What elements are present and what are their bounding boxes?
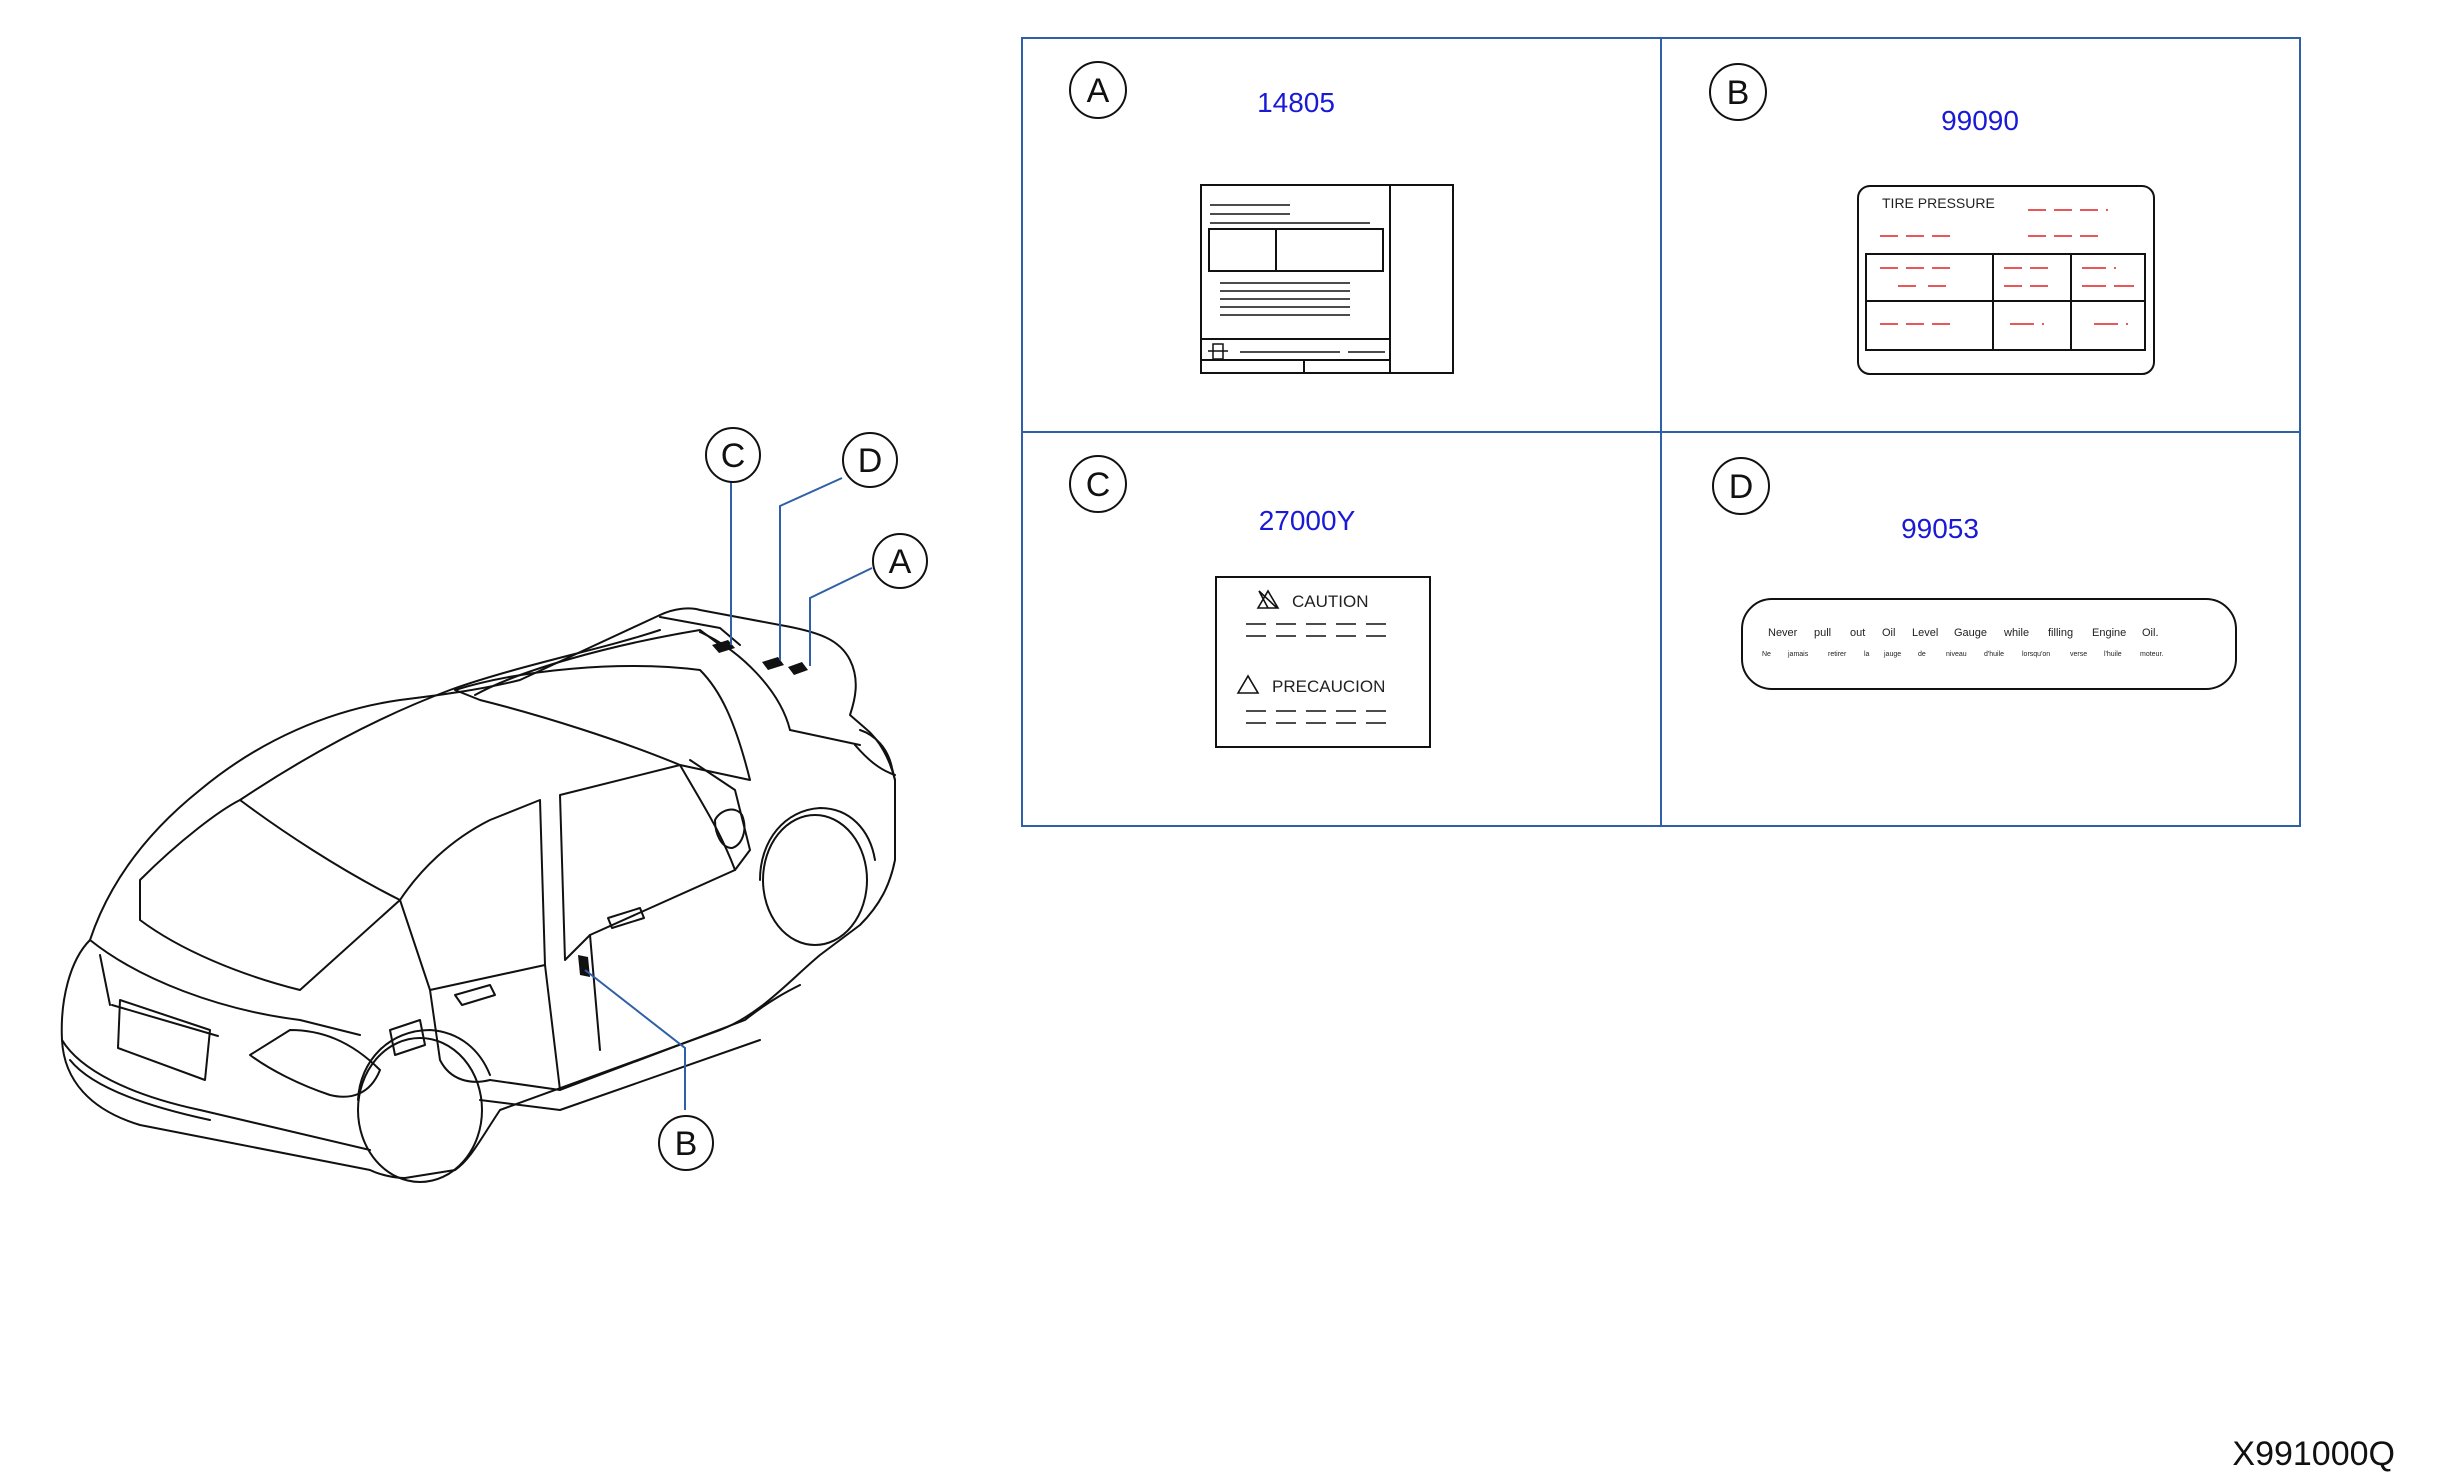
panel-d-part-number: 99053 <box>1901 513 1979 544</box>
en-word-2: out <box>1850 627 1865 639</box>
panel-b: B 99090 TIRE PRESSURE <box>1709 63 2155 375</box>
panel-d: D 99053 Never pull out Oil Level Gauge w… <box>1712 457 2237 690</box>
warning-triangle-icon-2 <box>1236 674 1260 694</box>
fr-word-9: verse <box>2070 651 2087 658</box>
leader-lines <box>584 477 873 1110</box>
marker-c <box>712 640 735 653</box>
marker-d <box>762 657 784 670</box>
fr-word-5: de <box>1918 651 1926 658</box>
panel-a: A 14805 <box>1069 61 1454 374</box>
tire-pressure-title: TIRE PRESSURE <box>1882 195 1995 211</box>
en-word-9: Oil. <box>2142 627 2159 639</box>
panel-c-part-number: 27000Y <box>1259 505 1356 536</box>
callout-c: C <box>705 427 761 483</box>
marker-a <box>788 662 808 675</box>
warning-triangle-icon <box>1256 589 1280 609</box>
svg-text:C: C <box>721 437 746 475</box>
panel-c: C 27000Y CAUTION PRECAUCION <box>1069 455 1431 748</box>
panel-c-letter: C <box>1086 466 1111 504</box>
car-illustration <box>60 607 896 1183</box>
precaucion-text: PRECAUCION <box>1272 677 1385 696</box>
caution-label-drawing: CAUTION PRECAUCION <box>1215 576 1431 748</box>
svg-text:A: A <box>889 543 912 581</box>
en-word-7: filling <box>2048 627 2073 639</box>
fr-word-10: l'huile <box>2104 651 2122 658</box>
leader-d <box>779 477 843 660</box>
en-word-0: Never <box>1768 627 1798 639</box>
fr-word-7: d'huile <box>1984 651 2004 658</box>
en-word-3: Oil <box>1882 627 1895 639</box>
fr-word-0: Ne <box>1762 651 1771 658</box>
diagram-code: X991000Q <box>2232 1435 2395 1473</box>
panel-a-letter: A <box>1087 72 1110 110</box>
fr-word-2: retirer <box>1828 651 1847 658</box>
panel-grid <box>1021 37 2301 827</box>
fr-word-8: lorsqu'on <box>2022 651 2050 658</box>
callout-b: B <box>658 1115 714 1171</box>
leader-a <box>809 567 873 666</box>
callout-a: A <box>872 533 928 589</box>
emission-label-drawing <box>1200 184 1454 374</box>
fr-word-4: jauge <box>1883 651 1901 658</box>
label-markers <box>578 640 808 977</box>
panel-b-letter: B <box>1727 74 1750 112</box>
oil-gauge-label-drawing: Never pull out Oil Level Gauge while fil… <box>1741 598 2237 690</box>
en-word-8: Engine <box>2092 627 2126 639</box>
fr-word-3: la <box>1864 651 1870 658</box>
fr-word-11: moteur. <box>2140 651 2163 658</box>
leader-b <box>584 969 686 1110</box>
panel-b-part-number: 99090 <box>1941 105 2019 136</box>
svg-text:B: B <box>675 1125 698 1163</box>
en-word-1: pull <box>1814 627 1831 639</box>
caution-text: CAUTION <box>1292 592 1369 611</box>
fr-word-1: jamais <box>1787 651 1809 658</box>
panel-a-part-number: 14805 <box>1257 87 1335 118</box>
en-word-6: while <box>2003 627 2029 639</box>
tire-pressure-label-drawing: TIRE PRESSURE <box>1857 185 2155 375</box>
en-word-5: Gauge <box>1954 627 1987 639</box>
en-word-4: Level <box>1912 627 1938 639</box>
svg-text:D: D <box>858 442 883 480</box>
fr-word-6: niveau <box>1946 651 1967 658</box>
callout-d: D <box>842 432 898 488</box>
panel-d-letter: D <box>1729 468 1754 506</box>
